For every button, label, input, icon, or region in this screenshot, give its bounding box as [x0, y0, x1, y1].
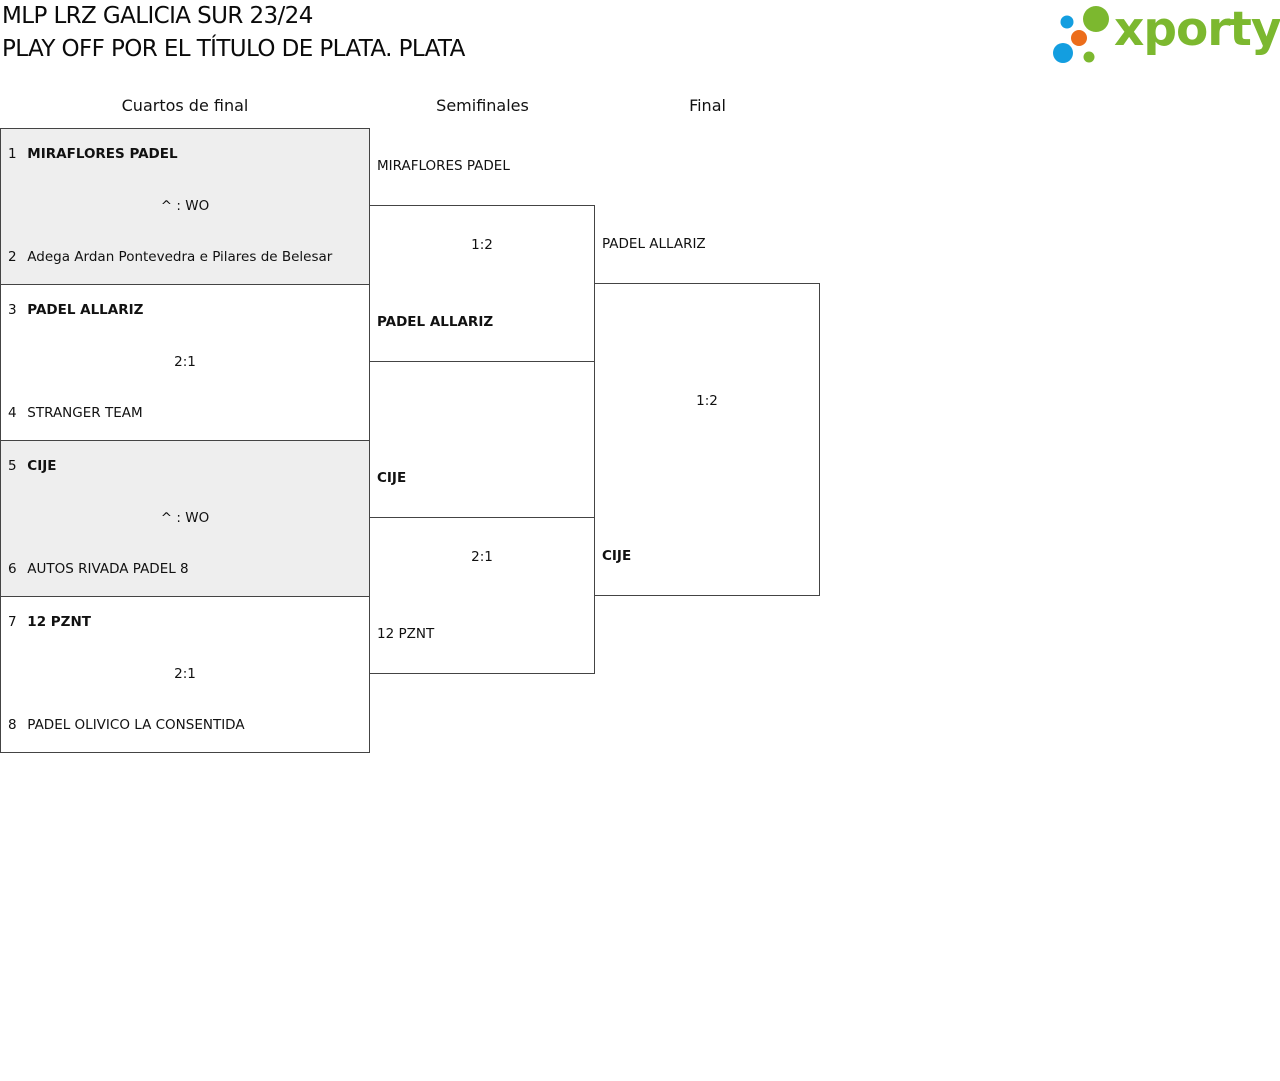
seed-number: 2 [8, 249, 17, 265]
match-score: 1:2 [696, 393, 718, 409]
seed-number: 7 [8, 614, 17, 630]
semifinal-team[interactable]: MIRAFLORES PADEL [377, 158, 510, 174]
quarterfinal-match-2[interactable]: 3 PADEL ALLARIZ 2:1 4 STRANGER TEAM [0, 284, 370, 441]
team-name[interactable]: MIRAFLORES PADEL [27, 146, 178, 162]
seed-number: 8 [8, 717, 17, 733]
seed-number: 1 [8, 146, 17, 162]
quarterfinal-match-1[interactable]: 1 MIRAFLORES PADEL ^ : WO 2 Adega Ardan … [0, 128, 370, 285]
seed-number: 4 [8, 405, 17, 421]
seed-number: 5 [8, 458, 17, 474]
xporty-logo[interactable]: xporty [1050, 4, 1280, 68]
page-title: MLP LRZ GALICIA SUR 23/24 [2, 3, 313, 29]
logo-dots-icon [1053, 6, 1109, 63]
team-name[interactable]: AUTOS RIVADA PADEL 8 [27, 561, 189, 577]
qf-entry: 4 STRANGER TEAM [8, 404, 365, 422]
seed-number: 3 [8, 302, 17, 318]
semifinal-match-1[interactable]: 1:2 [369, 205, 595, 362]
team-name[interactable]: STRANGER TEAM [27, 405, 143, 421]
semifinal-team[interactable]: 12 PZNT [377, 626, 435, 642]
team-name[interactable]: 12 PZNT [27, 614, 91, 630]
match-score: 2:1 [174, 666, 196, 682]
round-header-semifinals: Semifinales [436, 96, 529, 115]
page-subtitle: PLAY OFF POR EL TÍTULO DE PLATA. PLATA [2, 36, 465, 62]
team-name[interactable]: PADEL OLIVICO LA CONSENTIDA [27, 717, 245, 733]
logo-wordmark: xporty [1114, 2, 1280, 57]
round-header-final: Final [689, 96, 726, 115]
qf-entry: 1 MIRAFLORES PADEL [8, 145, 365, 163]
qf-entry: 7 12 PZNT [8, 613, 365, 631]
team-name[interactable]: Adega Ardan Pontevedra e Pilares de Bele… [27, 249, 333, 265]
qf-entry: 5 CIJE [8, 457, 365, 475]
qf-entry: 3 PADEL ALLARIZ [8, 301, 365, 319]
quarterfinal-match-4[interactable]: 7 12 PZNT 2:1 8 PADEL OLIVICO LA CONSENT… [0, 596, 370, 753]
final-team[interactable]: PADEL ALLARIZ [602, 236, 706, 252]
semifinal-team[interactable]: CIJE [377, 470, 407, 486]
qf-entry: 2 Adega Ardan Pontevedra e Pilares de Be… [8, 248, 365, 266]
final-team[interactable]: CIJE [602, 548, 632, 564]
team-name[interactable]: PADEL ALLARIZ [27, 302, 144, 318]
quarterfinal-match-3[interactable]: 5 CIJE ^ : WO 6 AUTOS RIVADA PADEL 8 [0, 440, 370, 597]
final-match[interactable]: 1:2 [594, 283, 820, 596]
seed-number: 6 [8, 561, 17, 577]
semifinal-match-2[interactable]: 2:1 [369, 517, 595, 674]
match-score: 2:1 [174, 354, 196, 370]
match-score: 2:1 [471, 549, 493, 565]
team-name[interactable]: CIJE [27, 458, 57, 474]
qf-entry: 6 AUTOS RIVADA PADEL 8 [8, 560, 365, 578]
match-score: 1:2 [471, 237, 493, 253]
match-score: ^ : WO [160, 510, 210, 526]
semifinal-team[interactable]: PADEL ALLARIZ [377, 314, 494, 330]
round-header-quarterfinals: Cuartos de final [121, 96, 249, 115]
qf-entry: 8 PADEL OLIVICO LA CONSENTIDA [8, 716, 365, 734]
match-score: ^ : WO [160, 198, 210, 214]
